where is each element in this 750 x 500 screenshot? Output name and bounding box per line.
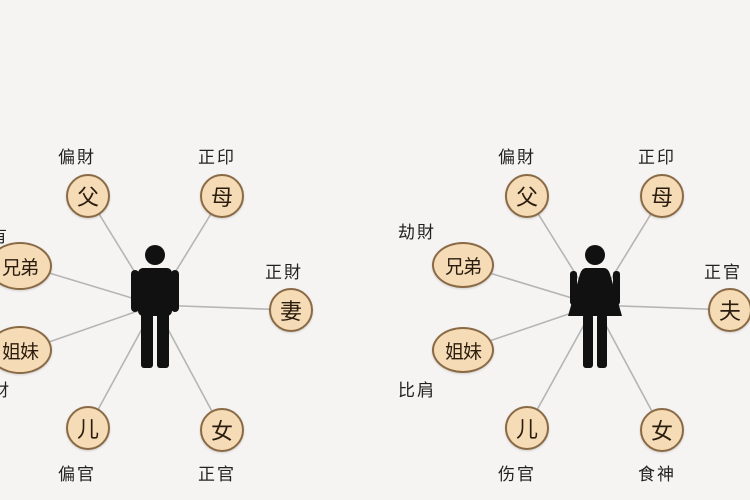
node-label: 妻 (279, 300, 302, 325)
node-label: 姐妹 (1, 340, 39, 363)
node-female-fu: 父 (505, 174, 549, 218)
node-male-fu: 父 (66, 174, 110, 218)
caption-female-jiemei: 比肩 (398, 381, 436, 401)
caption-male-qi: 正財 (265, 263, 303, 283)
node-female-jiemei: 姐妹 (432, 327, 494, 373)
caption-female-xiongdi: 劫財 (398, 223, 436, 243)
node-label: 兄弟 (444, 255, 482, 278)
node-male-xiongdi: 兄弟 (0, 242, 52, 290)
node-female-xiongdi: 兄弟 (432, 242, 494, 288)
caption-male-nv: 正官 (198, 465, 236, 485)
node-label: 父 (76, 186, 99, 211)
caption-male-xiongdi: 有 (0, 222, 9, 247)
node-female-fu2: 夫 (708, 288, 750, 332)
node-female-nv: 女 (640, 408, 684, 452)
node-male-nv: 女 (200, 408, 244, 452)
caption-male-fu: 偏財 (58, 148, 96, 168)
node-male-jiemei: 姐妹 (0, 326, 52, 374)
node-label: 女 (650, 420, 673, 445)
node-label: 儿 (515, 418, 538, 443)
caption-female-fu: 偏財 (498, 148, 536, 168)
node-female-er: 儿 (505, 406, 549, 450)
caption-male-er: 偏官 (58, 465, 96, 485)
node-label: 女 (210, 420, 233, 445)
node-label: 姐妹 (444, 340, 482, 363)
male-figure-icon (131, 245, 179, 368)
caption-male-jiemei: 財 (0, 381, 11, 401)
caption-female-nv: 食神 (638, 465, 676, 485)
node-male-er: 儿 (66, 406, 110, 450)
caption-male-mu: 正印 (198, 148, 236, 168)
caption-female-er: 伤官 (498, 465, 536, 485)
node-label: 夫 (718, 300, 741, 325)
node-female-mu: 母 (640, 174, 684, 218)
node-label: 父 (515, 186, 538, 211)
node-label: 儿 (76, 418, 99, 443)
node-male-mu: 母 (200, 174, 244, 218)
node-label: 母 (650, 186, 673, 211)
caption-female-fu2: 正官 (704, 263, 742, 283)
female-figure-icon (568, 245, 622, 368)
caption-female-mu: 正印 (638, 148, 676, 168)
node-label: 兄弟 (1, 256, 39, 279)
node-label: 母 (210, 186, 233, 211)
node-male-qi: 妻 (269, 288, 313, 332)
